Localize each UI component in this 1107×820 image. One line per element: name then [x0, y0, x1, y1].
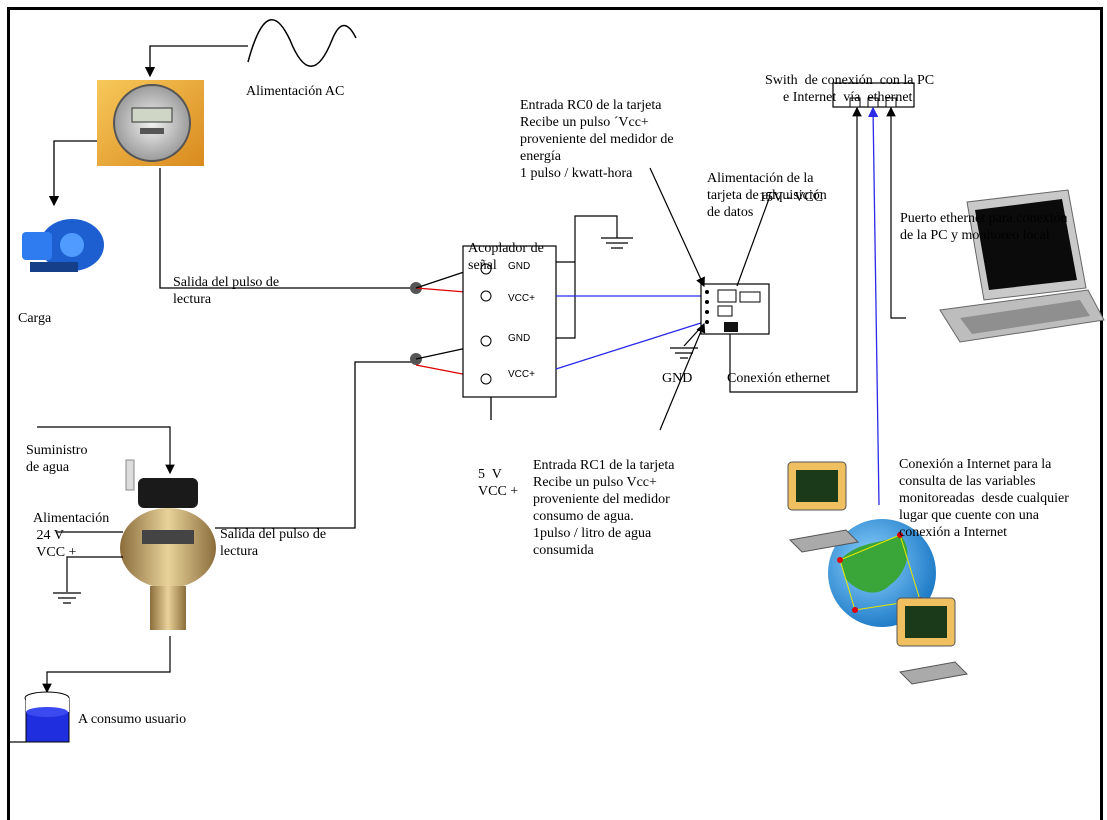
ac-feed-line	[144, 45, 248, 78]
meter-to-load-line	[48, 140, 97, 207]
water-pulse-line	[215, 361, 415, 529]
laptop-icon	[939, 189, 1105, 343]
rc1-pointer	[659, 322, 706, 431]
board-gnd-label: GND	[662, 371, 693, 386]
user-consumption-label: A consumo usuario	[78, 712, 187, 727]
rc0-pointer	[649, 167, 705, 288]
water-meter-icon	[120, 459, 216, 630]
ground-icon	[670, 347, 698, 359]
ethernet-connection-label: Conexión ethernet	[727, 371, 831, 386]
pin-gnd-2-label: GND	[508, 333, 531, 344]
ground-icon	[53, 592, 81, 604]
diagram-frame	[7, 7, 1103, 820]
board-voltage-label: 15V - VCC	[759, 190, 824, 205]
ac-power-label: Alimentación AC	[246, 84, 345, 99]
computer-icon	[896, 597, 969, 685]
consumer-line	[42, 636, 171, 694]
computer-icon	[787, 461, 860, 553]
ethernet-switch-icon	[832, 82, 915, 108]
ac-wave-icon	[247, 19, 357, 67]
pin-vcc-2-label: VCC+	[508, 369, 535, 380]
daq-board-icon	[700, 283, 770, 335]
coupler-gnd-bus	[556, 215, 618, 339]
pin-gnd-1-label: GND	[508, 261, 531, 272]
board-gnd-lead	[683, 323, 705, 347]
signal-coupler-box	[462, 245, 557, 398]
water-supply-line	[37, 426, 175, 475]
load-label: Carga	[18, 311, 52, 326]
water-meter-gnd-line	[66, 556, 123, 592]
energy-meter-icon	[97, 80, 204, 166]
ground-icon	[601, 237, 633, 249]
water-pump-icon	[22, 219, 104, 272]
water-tank-icon	[24, 691, 70, 743]
pin-vcc-1-label: VCC+	[508, 293, 535, 304]
internet-link-line	[867, 106, 880, 506]
energy-pulse-line	[159, 168, 415, 289]
water-meter-power-label: Alimentación 24 V VCC +	[33, 511, 110, 560]
board-power-lead	[736, 195, 771, 287]
pc-ethernet-line	[886, 106, 906, 319]
rc1-signal-line	[555, 321, 705, 370]
ethernet-line	[729, 106, 862, 393]
